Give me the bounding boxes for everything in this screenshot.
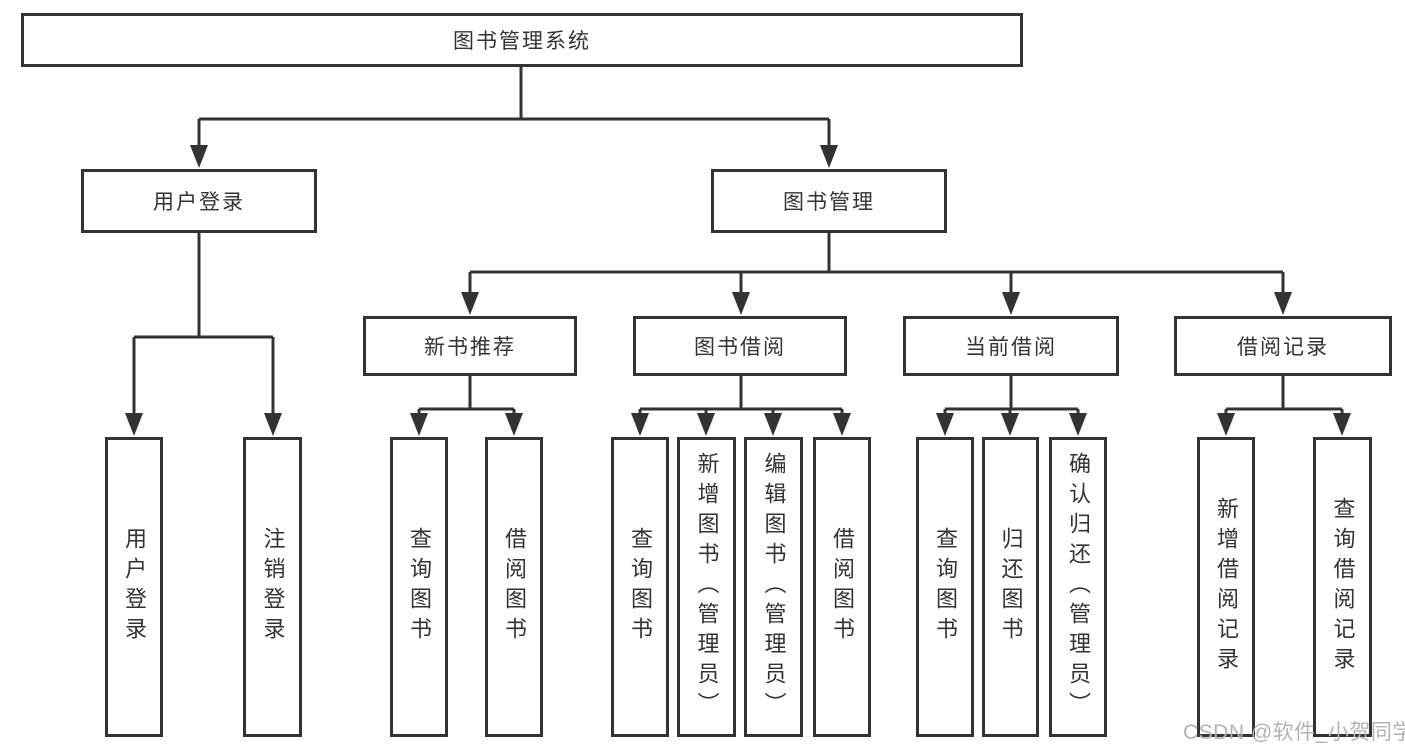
leaf-query-books-1-label: 查询图书 (407, 527, 432, 647)
node-borrow-records-label: 借阅记录 (1237, 336, 1329, 359)
leaf-borrow-books-2-label: 借阅图书 (830, 527, 855, 647)
leaf-query-books-3: 查询图书 (916, 437, 974, 737)
leaf-query-borrow-record: 查询借阅记录 (1313, 437, 1372, 737)
csdn-watermark: CSDN @软件_小贺同学 (1183, 721, 1405, 744)
leaf-add-borrow-record-label: 新增借阅记录 (1214, 497, 1239, 677)
node-root-system: 图书管理系统 (21, 13, 1023, 67)
node-book-management-label: 图书管理 (783, 191, 875, 214)
leaf-confirm-return-admin-label: 确认归还（管理员） (1066, 452, 1091, 722)
node-current-borrow: 当前借阅 (903, 316, 1119, 376)
leaf-add-borrow-record: 新增借阅记录 (1197, 437, 1255, 737)
leaf-return-books-label: 归还图书 (998, 527, 1024, 647)
node-borrow-records: 借阅记录 (1174, 316, 1392, 376)
leaf-return-books: 归还图书 (982, 437, 1039, 737)
leaf-user-login: 用户登录 (105, 437, 163, 737)
leaf-confirm-return-admin: 确认归还（管理员） (1049, 437, 1107, 737)
node-current-borrow-label: 当前借阅 (965, 336, 1057, 359)
leaf-query-books-1: 查询图书 (390, 437, 448, 737)
leaf-user-login-label: 用户登录 (122, 527, 147, 647)
leaf-borrow-books-1: 借阅图书 (485, 437, 543, 737)
node-user-login: 用户登录 (81, 169, 317, 233)
leaf-query-books-2: 查询图书 (611, 437, 669, 737)
connector-paths (132, 67, 1344, 416)
leaf-add-books-admin: 新增图书（管理员） (677, 437, 736, 737)
leaf-edit-books-admin-label: 编辑图书（管理员） (761, 452, 787, 722)
leaf-logout-label: 注销登录 (260, 527, 286, 647)
node-new-book-recommend: 新书推荐 (363, 316, 577, 376)
node-book-borrow-label: 图书借阅 (694, 336, 786, 359)
node-root-system-label: 图书管理系统 (453, 30, 591, 53)
node-book-borrow: 图书借阅 (633, 316, 847, 376)
leaf-query-books-3-label: 查询图书 (933, 527, 958, 647)
arrowheads (125, 145, 1351, 436)
node-user-login-label: 用户登录 (153, 191, 245, 214)
node-new-book-recommend-label: 新书推荐 (424, 336, 516, 359)
leaf-add-books-admin-label: 新增图书（管理员） (694, 452, 720, 722)
node-book-management: 图书管理 (711, 169, 947, 233)
leaf-logout: 注销登录 (243, 437, 302, 737)
leaf-query-borrow-record-label: 查询借阅记录 (1330, 497, 1356, 677)
leaf-edit-books-admin: 编辑图书（管理员） (744, 437, 803, 737)
leaf-borrow-books-2: 借阅图书 (813, 437, 871, 737)
leaf-query-books-2-label: 查询图书 (628, 527, 653, 647)
leaf-borrow-books-1-label: 借阅图书 (502, 527, 527, 647)
